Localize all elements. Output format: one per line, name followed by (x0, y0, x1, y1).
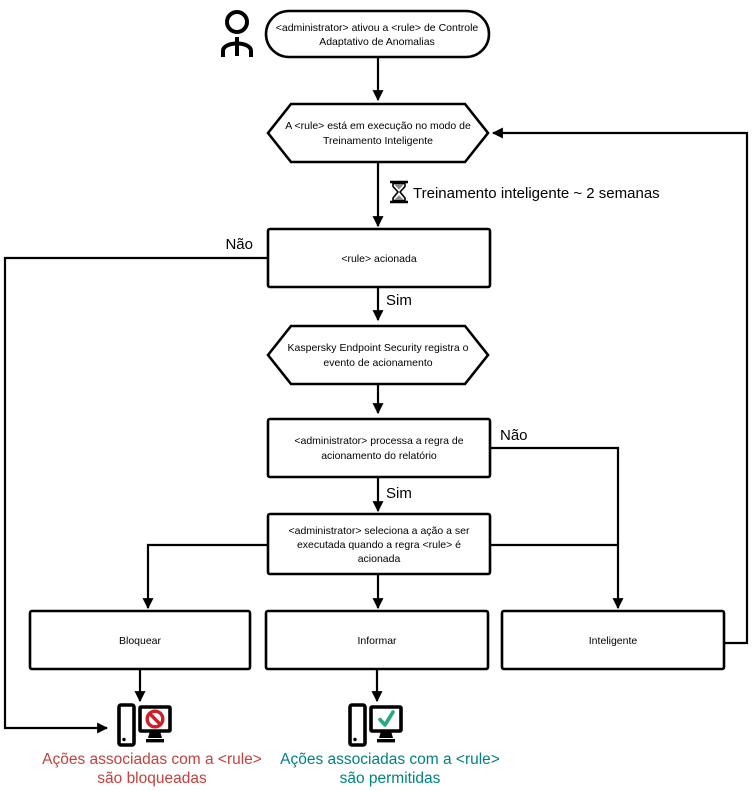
node-start-line2: Adaptativo de Anomalias (319, 36, 435, 48)
prohibition-sign-icon (145, 709, 165, 729)
node-mode-line1: A <rule> está em execução no modo de (285, 120, 471, 132)
outcome-blocked-line1: Ações associadas com a <rule> (42, 751, 262, 768)
node-smart-label: Inteligente (589, 635, 638, 647)
node-kes-line2: evento de acionamento (323, 357, 432, 369)
node-inform-label: Informar (357, 635, 397, 647)
node-selects-line1: <administrator> seleciona a ação a ser (289, 525, 470, 537)
outcome-allowed-line2: são permitidas (340, 770, 441, 787)
node-mode-line2: Treinamento Inteligente (323, 135, 433, 147)
edge-label-sim-1: Sim (386, 292, 412, 309)
node-selects-line3: acionada (358, 553, 401, 565)
node-rule-triggered: <rule> acionada (266, 227, 492, 289)
computer-allowed-icon (348, 703, 403, 747)
edge-label-sim-2: Sim (386, 485, 412, 502)
node-rule-triggered-label: <rule> acionada (341, 253, 416, 265)
node-start: <administrator> ativou a <rule> de Contr… (264, 9, 491, 59)
outcome-blocked-line2: são bloqueadas (97, 770, 207, 787)
hourglass-icon (390, 180, 408, 204)
edge-smart-loop-to-mode (491, 127, 749, 645)
edge-selects-to-block (142, 543, 268, 610)
edge-label-nao-2: Não (500, 427, 528, 444)
node-processes-line1: <administrator> processa a regra de (294, 435, 463, 447)
edge-label-nao-1: Não (225, 236, 253, 253)
edge-no-loop-to-blocked-pc (3, 256, 268, 734)
node-smart-training-mode: A <rule> está em execução no modo de Tre… (266, 102, 490, 164)
node-kes-line1: Kaspersky Endpoint Security registra o (288, 342, 469, 354)
node-action-inform: Informar (264, 609, 490, 671)
training-duration-label: Treinamento inteligente ~ 2 semanas (413, 185, 660, 202)
node-kes-registers-event: Kaspersky Endpoint Security registra o e… (266, 324, 490, 386)
node-action-block: Bloquear (28, 609, 252, 671)
node-block-label: Bloquear (119, 635, 162, 647)
node-processes-line2: acionamento do relatório (321, 450, 437, 462)
node-action-smart: Inteligente (500, 609, 726, 671)
computer-blocked-icon (117, 703, 172, 747)
edge-no-to-smart (490, 446, 624, 610)
node-admin-selects-action: <administrator> seleciona a ação a ser e… (266, 512, 492, 576)
outcome-allowed-text: Ações associadas com a <rule> são permit… (280, 751, 500, 787)
node-selects-line2: executada quando a regra <rule> é (297, 539, 461, 551)
outcome-blocked-text: Ações associadas com a <rule> são bloque… (42, 751, 262, 787)
outcome-allowed-line1: Ações associadas com a <rule> (280, 751, 500, 768)
check-icon (378, 710, 395, 727)
node-admin-processes-rule: <administrator> processa a regra de acio… (266, 417, 492, 479)
person-icon (221, 10, 253, 57)
node-start-line1: <administrator> ativou a <rule> de Contr… (276, 22, 479, 34)
